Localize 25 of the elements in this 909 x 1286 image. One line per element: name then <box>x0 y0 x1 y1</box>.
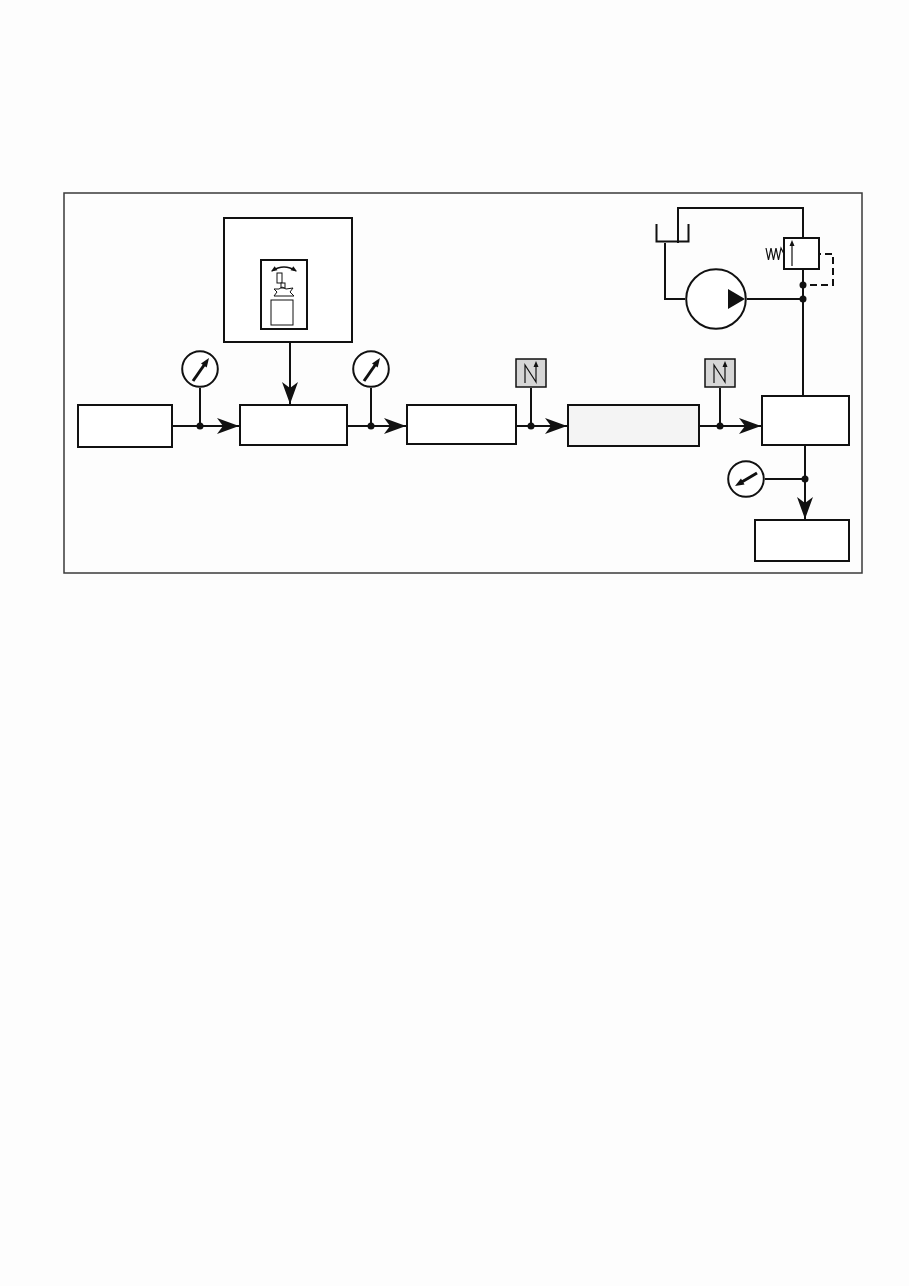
gauge-icon <box>352 350 390 388</box>
connector-line <box>664 242 686 300</box>
dashed-line <box>746 253 834 300</box>
sensor-icon <box>704 358 736 388</box>
connector-line <box>699 387 721 427</box>
gauge-icon <box>727 460 765 498</box>
connector-line <box>172 387 201 427</box>
connector-line <box>516 387 532 427</box>
process-box <box>223 217 353 343</box>
process-box <box>77 404 173 448</box>
image-frame <box>260 259 308 330</box>
process-box <box>406 404 517 445</box>
process-box <box>761 395 850 446</box>
process-box <box>754 519 850 562</box>
gauge-icon <box>181 350 219 388</box>
tank-icon <box>655 224 690 243</box>
pump-icon <box>685 268 747 330</box>
connector-line <box>677 207 804 244</box>
process-box <box>239 404 348 446</box>
connector-line <box>347 387 372 427</box>
process-box <box>567 404 700 447</box>
relief-valve-icon <box>765 237 820 270</box>
connector-line <box>764 445 806 480</box>
arrow <box>282 342 298 405</box>
sensor-icon <box>515 358 547 388</box>
